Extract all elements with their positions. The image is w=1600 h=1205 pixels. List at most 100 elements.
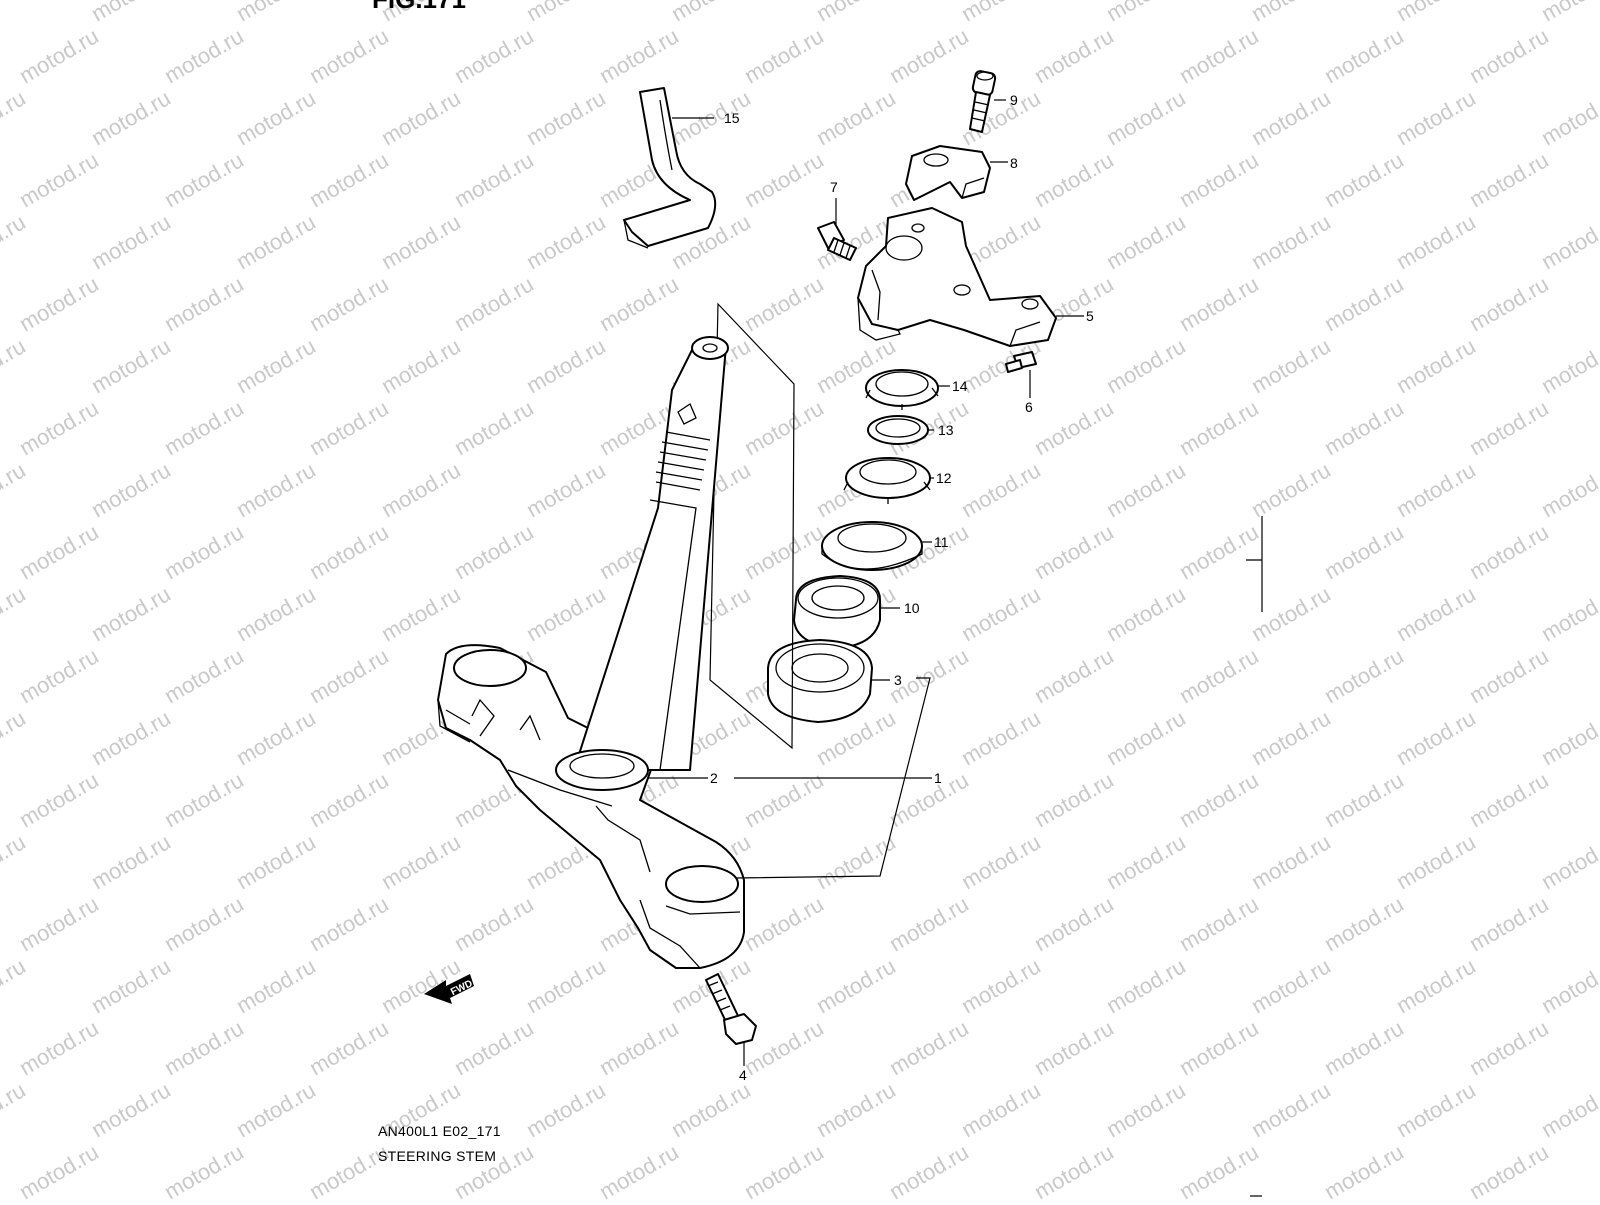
- watermark-text: motod.ru: [232, 0, 320, 26]
- watermark-text: motod.ru: [1320, 891, 1408, 956]
- watermark-text: motod.ru: [305, 767, 393, 832]
- watermark-text: motod.ru: [160, 643, 248, 708]
- watermark-text: motod.ru: [15, 395, 103, 460]
- watermark-text: motod.ru: [957, 457, 1045, 522]
- watermark-text: motod.ru: [450, 891, 538, 956]
- watermark-text: motod.ru: [522, 457, 610, 522]
- model-code: AN400L1 E02_171: [378, 1123, 501, 1139]
- watermark-text: motod.ru: [1102, 0, 1190, 26]
- watermark-text: motod.ru: [885, 1015, 973, 1080]
- watermark-text: motod.ru: [305, 395, 393, 460]
- watermark-text: motod.ru: [15, 767, 103, 832]
- watermark-text: motod.ru: [1175, 1015, 1263, 1080]
- watermark-text: motod.ru: [1392, 1077, 1480, 1142]
- watermark-text: motod.ru: [1175, 767, 1263, 832]
- watermark-text: motod.ru: [522, 0, 610, 26]
- callout-11: 11: [934, 534, 949, 550]
- hose-part-15: [623, 87, 717, 249]
- watermark-text: motod.ru: [812, 829, 900, 894]
- watermark-text: motod.ru: [1465, 891, 1553, 956]
- watermark-text: motod.ru: [1247, 333, 1335, 398]
- watermark-text: motod.ru: [595, 1139, 683, 1200]
- watermark-text: motod.ru: [305, 23, 393, 88]
- watermark-text: motod.ru: [160, 271, 248, 336]
- watermark-text: motod.ru: [232, 457, 320, 522]
- watermark-text: motod.ru: [232, 209, 320, 274]
- watermark-text: motod.ru: [1247, 705, 1335, 770]
- watermark-text: motod.ru: [305, 147, 393, 212]
- watermark-text: motod.ru: [957, 581, 1045, 646]
- watermark-text: motod.ru: [0, 829, 30, 894]
- watermark-text: motod.ru: [0, 953, 30, 1018]
- watermark-text: motod.ru: [160, 891, 248, 956]
- watermark-text: motod.ru: [1392, 0, 1480, 26]
- watermark-text: motod.ru: [740, 271, 828, 336]
- watermark-text: motod.ru: [15, 643, 103, 708]
- watermark-text: motod.ru: [1247, 85, 1335, 150]
- watermark-text: motod.ru: [1392, 333, 1480, 398]
- watermark-text: motod.ru: [1102, 457, 1190, 522]
- watermark-text: motod.ru: [812, 85, 900, 150]
- watermark-text: motod.ru: [305, 1015, 393, 1080]
- watermark-text: motod.ru: [232, 953, 320, 1018]
- watermark-text: motod.ru: [0, 581, 30, 646]
- leader-lines: [648, 99, 1263, 1066]
- watermark-text: motod.ru: [87, 457, 175, 522]
- callout-2: 2: [710, 770, 718, 786]
- watermark-text: motod.ru: [1175, 271, 1263, 336]
- watermark-text: motod.ru: [15, 891, 103, 956]
- watermark-text: motod.ru: [1537, 209, 1600, 274]
- watermark-text: motod.ru: [305, 271, 393, 336]
- watermark-text: motod.ru: [87, 209, 175, 274]
- watermark-text: motod.ru: [87, 829, 175, 894]
- watermark-text: motod.ru: [87, 0, 175, 26]
- watermark-text: motod.ru: [1537, 457, 1600, 522]
- watermark-text: motod.ru: [15, 1139, 103, 1200]
- callout-9: 9: [1010, 92, 1018, 108]
- callout-10: 10: [904, 600, 920, 616]
- watermark-text: motod.ru: [740, 1139, 828, 1200]
- watermark-text: motod.ru: [812, 0, 900, 26]
- watermark-text: motod.ru: [885, 891, 973, 956]
- diagram-name: STEERING STEM: [378, 1148, 497, 1164]
- watermark-text: motod.ru: [232, 581, 320, 646]
- watermark-text: motod.ru: [0, 0, 30, 26]
- watermark-text: motod.ru: [15, 271, 103, 336]
- watermark-text: motod.ru: [160, 767, 248, 832]
- callout-5: 5: [1086, 308, 1094, 324]
- watermark-text: motod.ru: [87, 953, 175, 1018]
- callout-8: 8: [1010, 155, 1018, 171]
- watermark-text: motod.ru: [667, 1077, 755, 1142]
- watermark-text: motod.ru: [87, 85, 175, 150]
- watermark-text: motod.ru: [1465, 767, 1553, 832]
- watermark-text: motod.ru: [740, 519, 828, 584]
- watermark-text: motod.ru: [15, 519, 103, 584]
- watermark-text: motod.ru: [812, 953, 900, 1018]
- watermark-text: motod.ru: [1175, 643, 1263, 708]
- watermark-text: motod.ru: [1320, 1015, 1408, 1080]
- watermark-text: motod.ru: [450, 23, 538, 88]
- watermark-text: motod.ru: [15, 23, 103, 88]
- watermark-text: motod.ru: [812, 1077, 900, 1142]
- watermark-text: motod.ru: [1102, 705, 1190, 770]
- watermark-text: motod.ru: [1102, 581, 1190, 646]
- watermark-text: motod.ru: [377, 333, 465, 398]
- watermark-text: motod.ru: [1320, 1139, 1408, 1200]
- watermark-text: motod.ru: [87, 333, 175, 398]
- watermark-text: motod.ru: [232, 333, 320, 398]
- watermark-text: motod.ru: [160, 1015, 248, 1080]
- watermark-text: motod.ru: [450, 519, 538, 584]
- watermark-text: motod.ru: [522, 1077, 610, 1142]
- watermark-text: motod.ru: [522, 333, 610, 398]
- watermark-text: motod.ru: [740, 147, 828, 212]
- callout-12: 12: [936, 470, 952, 486]
- watermark-text: motod.ru: [1392, 953, 1480, 1018]
- watermark-text: motod.ru: [377, 457, 465, 522]
- holder-part-8: [905, 145, 991, 201]
- watermark-text: motod.ru: [1030, 147, 1118, 212]
- watermark-text: motod.ru: [885, 767, 973, 832]
- watermark-text: motod.ru: [1392, 457, 1480, 522]
- watermark-text: motod.ru: [1175, 23, 1263, 88]
- watermark-text: motod.ru: [1175, 891, 1263, 956]
